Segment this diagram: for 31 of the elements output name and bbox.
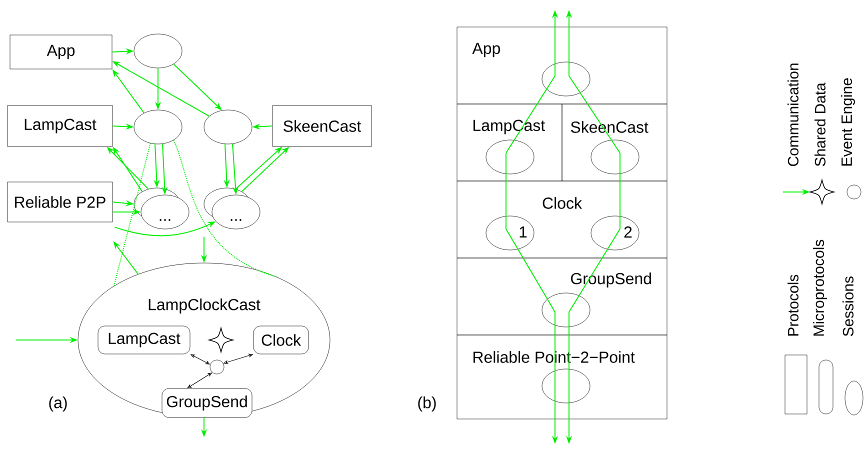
protocol-box: SkeenCast <box>272 105 372 147</box>
session-ellipse <box>486 140 534 174</box>
dotted-line <box>114 142 151 286</box>
dotted-line <box>173 140 278 278</box>
legend-text: Shared Data <box>814 82 826 166</box>
layer-box: App <box>456 26 668 104</box>
session-ellipse <box>134 110 182 144</box>
microprotocol-box: LampCast <box>98 326 190 354</box>
legend-text: Event Engine <box>841 78 855 166</box>
microprotocol-box: Clock <box>253 326 309 354</box>
protocol-box: App <box>10 34 112 70</box>
session-ellipse <box>134 34 182 68</box>
session-ellipse <box>204 110 252 144</box>
panel-label: (a) <box>49 396 67 412</box>
connector-line <box>554 312 556 386</box>
legend-text: Microprotocols <box>813 240 827 336</box>
connector-line <box>506 228 556 312</box>
legend-text: Communication <box>788 64 798 166</box>
connector-line <box>568 312 570 386</box>
session-ellipse <box>542 62 590 96</box>
session-ellipse <box>590 140 640 174</box>
panel-label: (b) <box>418 396 436 412</box>
protocol-box: Reliable P2P <box>7 182 113 222</box>
session-ellipse <box>542 292 590 328</box>
shared-data-star <box>208 328 234 352</box>
legend-text: Sessions <box>842 276 854 336</box>
legend-text: Protocols <box>788 274 798 336</box>
session-ellipse <box>542 368 590 404</box>
event-engine-circle <box>210 360 224 374</box>
protocol-box: LampCast <box>7 105 113 147</box>
microprotocol-box: GroupSend <box>162 388 252 418</box>
